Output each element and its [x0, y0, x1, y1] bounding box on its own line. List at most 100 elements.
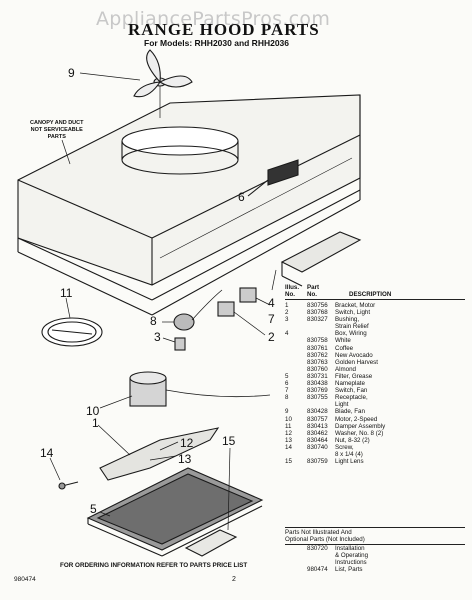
cell-illus	[285, 323, 307, 330]
cell-part: 830769	[307, 387, 328, 395]
cell-desc: New Avocado	[335, 351, 373, 359]
cell-illus	[285, 451, 307, 458]
cell-part: 830731	[307, 372, 328, 380]
cell-illus: 3	[285, 316, 289, 324]
cell-part: 830428	[307, 408, 328, 416]
cell-illus	[285, 352, 307, 359]
damper-assembly-11	[41, 297, 103, 347]
callout-7: 7	[268, 312, 275, 326]
cell-desc: Filter, Grease	[335, 372, 373, 380]
callout-15: 15	[222, 434, 236, 448]
cell-illus: 9	[285, 408, 289, 416]
canopy-note-line: CANOPY AND DUCT	[30, 120, 84, 126]
cell-part: 830756	[307, 302, 328, 309]
cell-illus: 14	[285, 443, 292, 451]
table-row: 9 830428 Blade, Fan	[285, 408, 465, 415]
cell-desc: Switch, Light	[335, 309, 371, 317]
cell-illus: 1	[285, 302, 289, 309]
optional-heading-line: Optional Parts (Not Included)	[285, 536, 365, 543]
canopy-note-line: PARTS	[47, 134, 66, 140]
wiring-box-4	[271, 269, 277, 291]
callout-4: 4	[268, 296, 275, 310]
cell-spacer	[285, 559, 307, 566]
cell-illus	[285, 337, 307, 344]
cell-part: 830763	[307, 358, 328, 366]
canopy-note-line: NOT SERVICEABLE	[30, 127, 83, 133]
callout-3: 3	[154, 330, 161, 344]
table-row: 8 x 1/4 (4)	[285, 451, 465, 458]
grease-filter-5	[86, 467, 264, 557]
cell-part: 830768	[307, 309, 328, 317]
cell-desc: Nameplate	[335, 380, 365, 388]
cell-part: 830760	[307, 365, 328, 373]
cell-desc: Nut, 8-32 (2)	[335, 436, 370, 444]
cell-part: 980474	[307, 566, 328, 574]
cell-desc: List, Parts	[335, 566, 363, 574]
callout-11: 11	[60, 286, 73, 300]
table-row: 14 830740 Screw,	[285, 444, 465, 451]
cell-illus: 4	[285, 330, 289, 338]
cell-part	[307, 330, 335, 337]
cell-part: 830720	[307, 545, 328, 552]
table-row: 980474 List, Parts	[285, 566, 465, 573]
cell-part	[307, 559, 335, 566]
cell-part: 830462	[307, 429, 328, 437]
cell-part: 830413	[307, 422, 328, 430]
cell-part: 830762	[307, 351, 328, 359]
cell-part: 830740	[307, 443, 328, 451]
cell-part: 830464	[307, 436, 328, 444]
duct-collar	[121, 126, 239, 175]
callout-10: 10	[86, 404, 100, 418]
nameplate-6	[247, 159, 299, 197]
cell-spacer	[285, 552, 307, 559]
cell-illus	[285, 359, 307, 366]
cell-part: 830327	[307, 316, 328, 324]
callout-6: 6	[238, 190, 245, 204]
cell-part	[307, 451, 335, 458]
cell-desc: & Operating	[335, 552, 369, 560]
cell-illus	[285, 345, 307, 352]
table-row: Light	[285, 401, 465, 408]
cell-desc: Washer, No. 8 (2)	[335, 429, 384, 437]
cell-desc: Box, Wiring	[335, 330, 367, 338]
header-part: Part No.	[307, 284, 335, 298]
cell-part: 830759	[307, 458, 328, 466]
cell-desc: Screw,	[335, 443, 354, 451]
canopy-note: CANOPY AND DUCT NOT SERVICEABLE PARTS	[30, 120, 83, 141]
header-part-line: Part	[307, 284, 320, 291]
cell-part	[307, 401, 335, 408]
callout-9: 9	[68, 66, 75, 80]
fan-blade-9	[79, 49, 193, 118]
cell-desc: Light Lens	[335, 458, 364, 466]
cell-desc: 8 x 1/4 (4)	[335, 450, 363, 458]
table-row: Instructions	[285, 559, 465, 566]
cell-desc: Blade, Fan	[335, 408, 365, 416]
cell-part: 830758	[307, 337, 328, 345]
parts-table-header: Illus. No. Part No. DESCRIPTION	[285, 284, 465, 300]
cell-spacer	[285, 545, 307, 552]
callout-2: 2	[268, 330, 275, 344]
cell-illus: 2	[285, 309, 289, 317]
optional-parts: Parts Not Illustrated And Optional Parts…	[285, 527, 465, 573]
table-row: 4 Box, Wiring	[285, 330, 465, 337]
channel-part	[280, 231, 362, 287]
cell-spacer	[285, 566, 307, 573]
table-row: 830762 New Avocado	[285, 352, 465, 359]
cell-desc: Motor, 2-Speed	[335, 415, 378, 423]
cell-part	[307, 552, 335, 559]
